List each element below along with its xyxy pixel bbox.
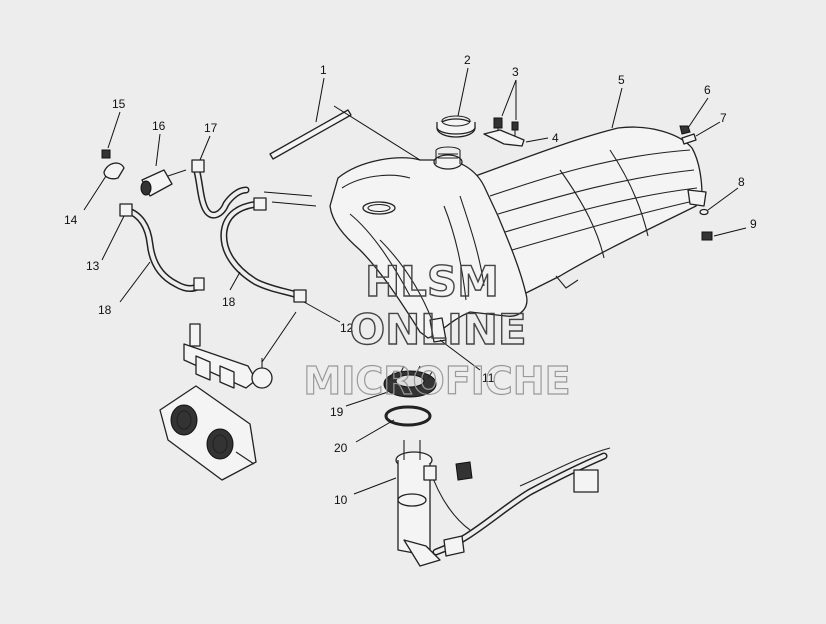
fuel-filter[interactable] [140, 169, 187, 197]
callout-12: 12 [340, 321, 354, 335]
callout-19: 19 [330, 405, 344, 419]
callout-1: 1 [320, 63, 327, 77]
callout-4: 4 [552, 131, 559, 145]
callout-18-left: 18 [98, 303, 112, 317]
callout-7: 7 [720, 111, 727, 125]
callout-8: 8 [738, 175, 745, 189]
hose-18-right[interactable] [220, 197, 307, 303]
callout-13: 13 [86, 259, 100, 273]
screw[interactable] [701, 231, 713, 241]
callout-9: 9 [750, 217, 757, 231]
callout-labels: 1 2 3 4 5 6 7 8 9 10 11 12 13 14 15 16 1… [64, 53, 757, 507]
callout-11: 11 [482, 371, 495, 385]
throttle-body[interactable] [159, 385, 257, 481]
fuel-cap[interactable] [436, 115, 476, 138]
callout-20: 20 [334, 441, 348, 455]
watermark-line-1: HLSM [365, 257, 499, 306]
callout-5: 5 [618, 73, 625, 87]
rod[interactable] [269, 109, 352, 160]
fuel-tank[interactable] [329, 146, 528, 343]
watermark-line-3: MICROFICHE [303, 359, 570, 403]
fuel-rail[interactable] [183, 323, 273, 389]
plug-15[interactable] [101, 149, 111, 159]
fuel-pump[interactable] [395, 440, 473, 567]
washer[interactable] [699, 208, 709, 216]
clip[interactable] [681, 133, 697, 145]
callout-14: 14 [64, 213, 78, 227]
callout-16: 16 [152, 119, 166, 133]
callout-10: 10 [334, 493, 348, 507]
hose-17[interactable] [191, 159, 250, 219]
callout-18-right: 18 [222, 295, 236, 309]
wiring-harness[interactable] [432, 447, 611, 557]
hose-18-left[interactable] [119, 203, 205, 292]
callout-17: 17 [204, 121, 218, 135]
lock-ring[interactable] [383, 365, 437, 398]
callout-2: 2 [464, 53, 471, 67]
watermark-line-2: ONLINE [349, 305, 526, 354]
callout-3: 3 [512, 65, 519, 79]
leader-lines [83, 67, 747, 495]
gasket[interactable] [384, 405, 432, 427]
callout-15: 15 [112, 97, 126, 111]
callout-6: 6 [704, 83, 711, 97]
mounting-bracket[interactable] [483, 129, 525, 147]
bolts[interactable] [493, 117, 519, 140]
nut[interactable] [679, 125, 691, 135]
grommet-14[interactable] [103, 162, 125, 180]
watermark: HLSM ONLINE MICROFICHE [303, 256, 571, 403]
